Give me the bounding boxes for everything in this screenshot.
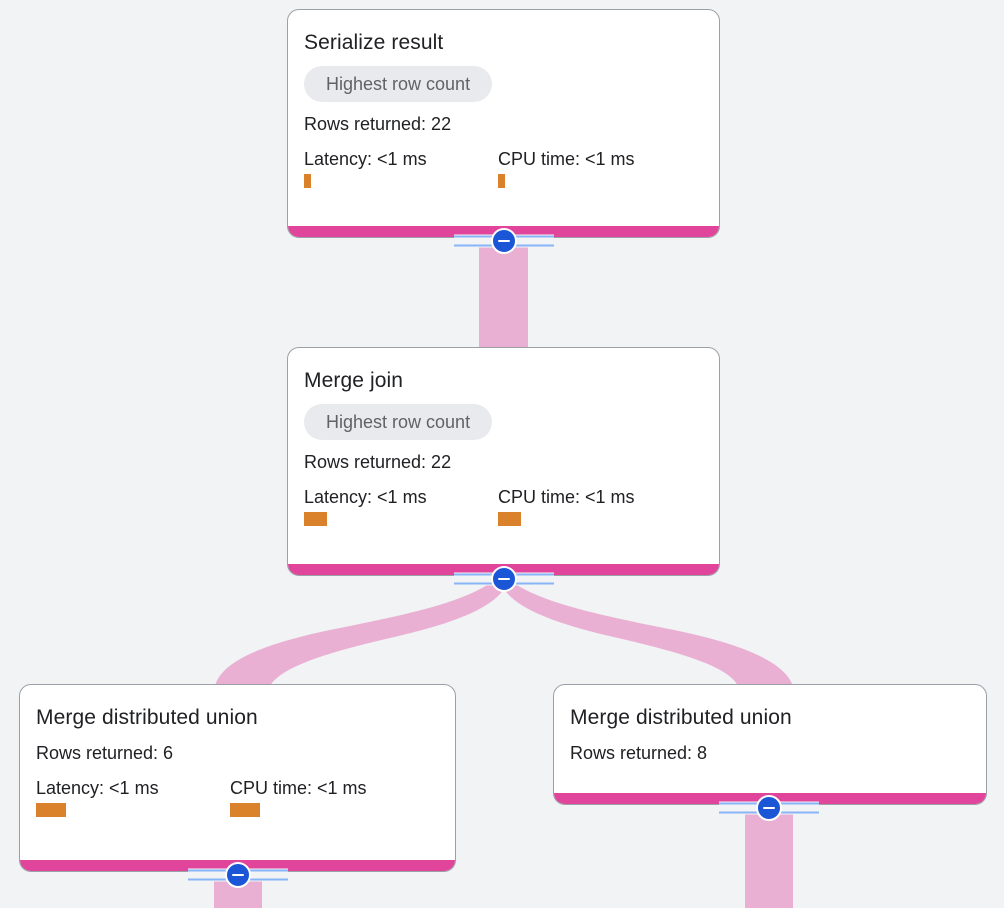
- minus-icon[interactable]: [225, 862, 251, 888]
- latency-label: Latency: <1 ms: [36, 778, 159, 798]
- cpu-time-bar: [230, 803, 260, 817]
- node-body: Merge distributed union Rows returned: 8: [554, 685, 986, 793]
- latency-label: Latency: <1 ms: [304, 487, 427, 507]
- toggle-merge-distributed-union-left[interactable]: [188, 862, 288, 888]
- toggle-merge-join[interactable]: [454, 566, 554, 592]
- toggle-serialize-result[interactable]: [454, 228, 554, 254]
- plan-node-merge-join[interactable]: Merge join Highest row count Rows return…: [287, 347, 720, 576]
- rows-returned: Rows returned: 22: [304, 452, 452, 472]
- cpu-time-label: CPU time: <1 ms: [230, 778, 367, 798]
- node-title: Merge distributed union: [570, 706, 792, 729]
- cpu-time-bar: [498, 174, 505, 188]
- toggle-merge-distributed-union-right[interactable]: [719, 795, 819, 821]
- node-body: Merge join Highest row count Rows return…: [288, 348, 719, 564]
- cpu-time-metric: CPU time: <1 ms: [230, 778, 367, 817]
- latency-metric: Latency: <1 ms: [304, 487, 498, 526]
- cpu-time-label: CPU time: <1 ms: [498, 487, 635, 507]
- node-body: Merge distributed union Rows returned: 6…: [20, 685, 455, 860]
- rows-returned: Rows returned: 8: [570, 743, 708, 763]
- metrics-row: Latency: <1 ms CPU time: <1 ms: [304, 487, 703, 526]
- status-badge: Highest row count: [304, 404, 493, 440]
- plan-node-merge-distributed-union-left[interactable]: Merge distributed union Rows returned: 6…: [19, 684, 456, 872]
- cpu-time-metric: CPU time: <1 ms: [498, 149, 635, 188]
- plan-node-serialize-result[interactable]: Serialize result Highest row count Rows …: [287, 9, 720, 238]
- rows-returned: Rows returned: 22: [304, 114, 452, 134]
- node-title: Merge distributed union: [36, 706, 258, 729]
- edge-right-union-down: [745, 805, 793, 908]
- metrics-row: Latency: <1 ms CPU time: <1 ms: [304, 149, 703, 188]
- cpu-time-metric: CPU time: <1 ms: [498, 487, 635, 526]
- node-title: Merge join: [304, 369, 404, 392]
- cpu-time-bar: [498, 512, 521, 526]
- latency-metric: Latency: <1 ms: [36, 778, 230, 817]
- minus-icon[interactable]: [756, 795, 782, 821]
- latency-label: Latency: <1 ms: [304, 149, 427, 169]
- edge-mergejoin-to-right-union: [500, 578, 793, 686]
- minus-icon[interactable]: [491, 228, 517, 254]
- minus-icon[interactable]: [491, 566, 517, 592]
- latency-bar: [304, 512, 327, 526]
- metrics-row: Latency: <1 ms CPU time: <1 ms: [36, 778, 439, 817]
- status-badge: Highest row count: [304, 66, 493, 102]
- node-body: Serialize result Highest row count Rows …: [288, 10, 719, 226]
- latency-bar: [304, 174, 311, 188]
- rows-returned: Rows returned: 6: [36, 743, 174, 763]
- node-title: Serialize result: [304, 31, 444, 54]
- cpu-time-label: CPU time: <1 ms: [498, 149, 635, 169]
- plan-node-merge-distributed-union-right[interactable]: Merge distributed union Rows returned: 8: [553, 684, 987, 805]
- latency-bar: [36, 803, 66, 817]
- latency-metric: Latency: <1 ms: [304, 149, 498, 188]
- edge-mergejoin-to-left-union: [215, 578, 508, 686]
- edge-serialize-to-mergejoin: [479, 238, 528, 348]
